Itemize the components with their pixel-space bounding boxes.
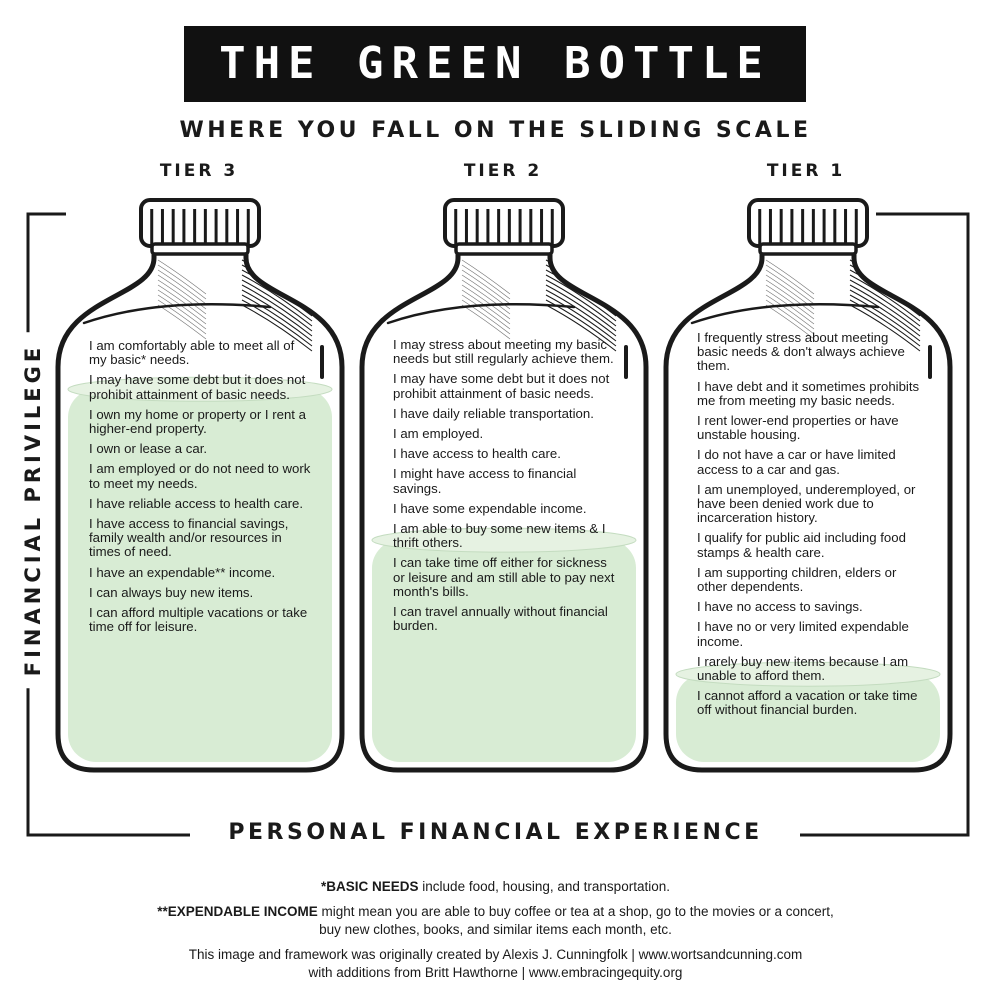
list-item: I rent lower-end properties or have unst… <box>697 413 899 443</box>
credit-line-1: This image and framework was originally … <box>0 946 991 964</box>
bottle-cap <box>139 198 261 248</box>
liquid-fill <box>675 661 941 762</box>
tier-2-list: I may stress about meeting my basic need… <box>393 337 615 639</box>
list-item: I qualify for public aid including food … <box>697 530 906 560</box>
list-item: I may have some debt but it does not pro… <box>89 372 306 402</box>
tier-label-2: TIER 2 <box>463 161 543 181</box>
list-item: I have an expendable** income. <box>89 564 276 580</box>
bottom-axis: PERSONAL FINANCIAL EXPERIENCE <box>0 820 991 845</box>
basic-needs-text: include food, housing, and transportatio… <box>418 879 670 894</box>
list-item: I am employed. <box>393 426 484 442</box>
tier-label-3: TIER 3 <box>159 161 239 181</box>
list-item: I am employed or do not need to work to … <box>89 461 311 491</box>
financial-privilege-label: FINANCIAL PRIVILEGE <box>21 331 45 689</box>
list-item: I frequently stress about meeting basic … <box>697 330 905 374</box>
personal-financial-experience-label: PERSONAL FINANCIAL EXPERIENCE <box>214 820 777 845</box>
list-item: I own or lease a car. <box>89 441 208 457</box>
credit-line-2: with additions from Britt Hawthorne | ww… <box>0 964 991 982</box>
liquid-fill <box>67 376 333 762</box>
list-item: I have debt and it sometimes prohibits m… <box>697 378 920 408</box>
expendable-income-text-2: buy new clothes, books, and similar item… <box>319 922 672 937</box>
bottle-tier-2 <box>359 198 649 773</box>
list-item: I own my home or property or I rent a hi… <box>89 406 306 437</box>
tier-3-list: I am comfortably able to meet all of my … <box>89 338 311 640</box>
bottle-cap <box>747 198 869 248</box>
list-item: I have reliable access to health care. <box>89 495 304 511</box>
list-item: I can travel annually without financial … <box>393 604 608 634</box>
credit-text-2: with additions from Britt Hawthorne | ww… <box>308 965 683 980</box>
page-title: THE GREEN BOTTLE <box>219 38 771 89</box>
left-axis: FINANCIAL PRIVILEGE <box>16 300 50 720</box>
page-subtitle: WHERE YOU FALL ON THE SLIDING SCALE <box>179 118 812 143</box>
list-item: I may have some debt but it does not pro… <box>393 371 610 401</box>
liquid-fill <box>371 527 637 762</box>
list-item: I am comfortably able to meet all of my … <box>89 338 295 368</box>
bottle-tier-3 <box>55 198 345 773</box>
title-banner: THE GREEN BOTTLE <box>184 26 806 102</box>
list-item: I have daily reliable transportation. <box>393 405 594 421</box>
list-item: I may stress about meeting my basic need… <box>393 337 614 367</box>
list-item: I cannot afford a vacation or take time … <box>697 688 918 718</box>
credit-text-1: This image and framework was originally … <box>188 947 803 962</box>
footnote-expendable-income: **EXPENDABLE INCOME might mean you are a… <box>0 903 991 921</box>
footnote-basic-needs: *BASIC NEEDS include food, housing, and … <box>0 878 991 896</box>
tier-label-1: TIER 1 <box>766 161 846 181</box>
bottle-cap <box>443 198 565 248</box>
list-item: I have no access to savings. <box>697 599 863 615</box>
list-item: I am able to buy some new items & I thri… <box>393 521 606 551</box>
list-item: I can afford multiple vacations or take … <box>89 605 308 635</box>
list-item: I have some expendable income. <box>393 500 587 516</box>
tier-1-list: I frequently stress about meeting basic … <box>697 330 921 724</box>
list-item: I can always buy new items. <box>89 584 254 600</box>
list-item: I can take time off either for sickness … <box>393 555 615 599</box>
list-item: I have no or very limited expendable inc… <box>697 619 909 649</box>
list-item: I am unemployed, underemployed, or have … <box>697 481 916 526</box>
list-item: I rarely buy new items because I am unab… <box>697 653 909 684</box>
bottle-tier-1 <box>663 198 953 773</box>
basic-needs-term: *BASIC NEEDS <box>321 879 419 894</box>
list-item: I am supporting children, elders or othe… <box>697 564 897 595</box>
expendable-income-text-1: might mean you are able to buy coffee or… <box>317 904 834 919</box>
list-item: I have access to health care. <box>393 446 561 462</box>
list-item: I have access to financial savings, fami… <box>89 516 289 560</box>
list-item: I might have access to financial savings… <box>393 466 577 496</box>
footnote-expendable-income-cont: buy new clothes, books, and similar item… <box>0 921 991 939</box>
expendable-income-term: **EXPENDABLE INCOME <box>157 904 318 919</box>
list-item: I do not have a car or have limited acce… <box>697 447 896 477</box>
